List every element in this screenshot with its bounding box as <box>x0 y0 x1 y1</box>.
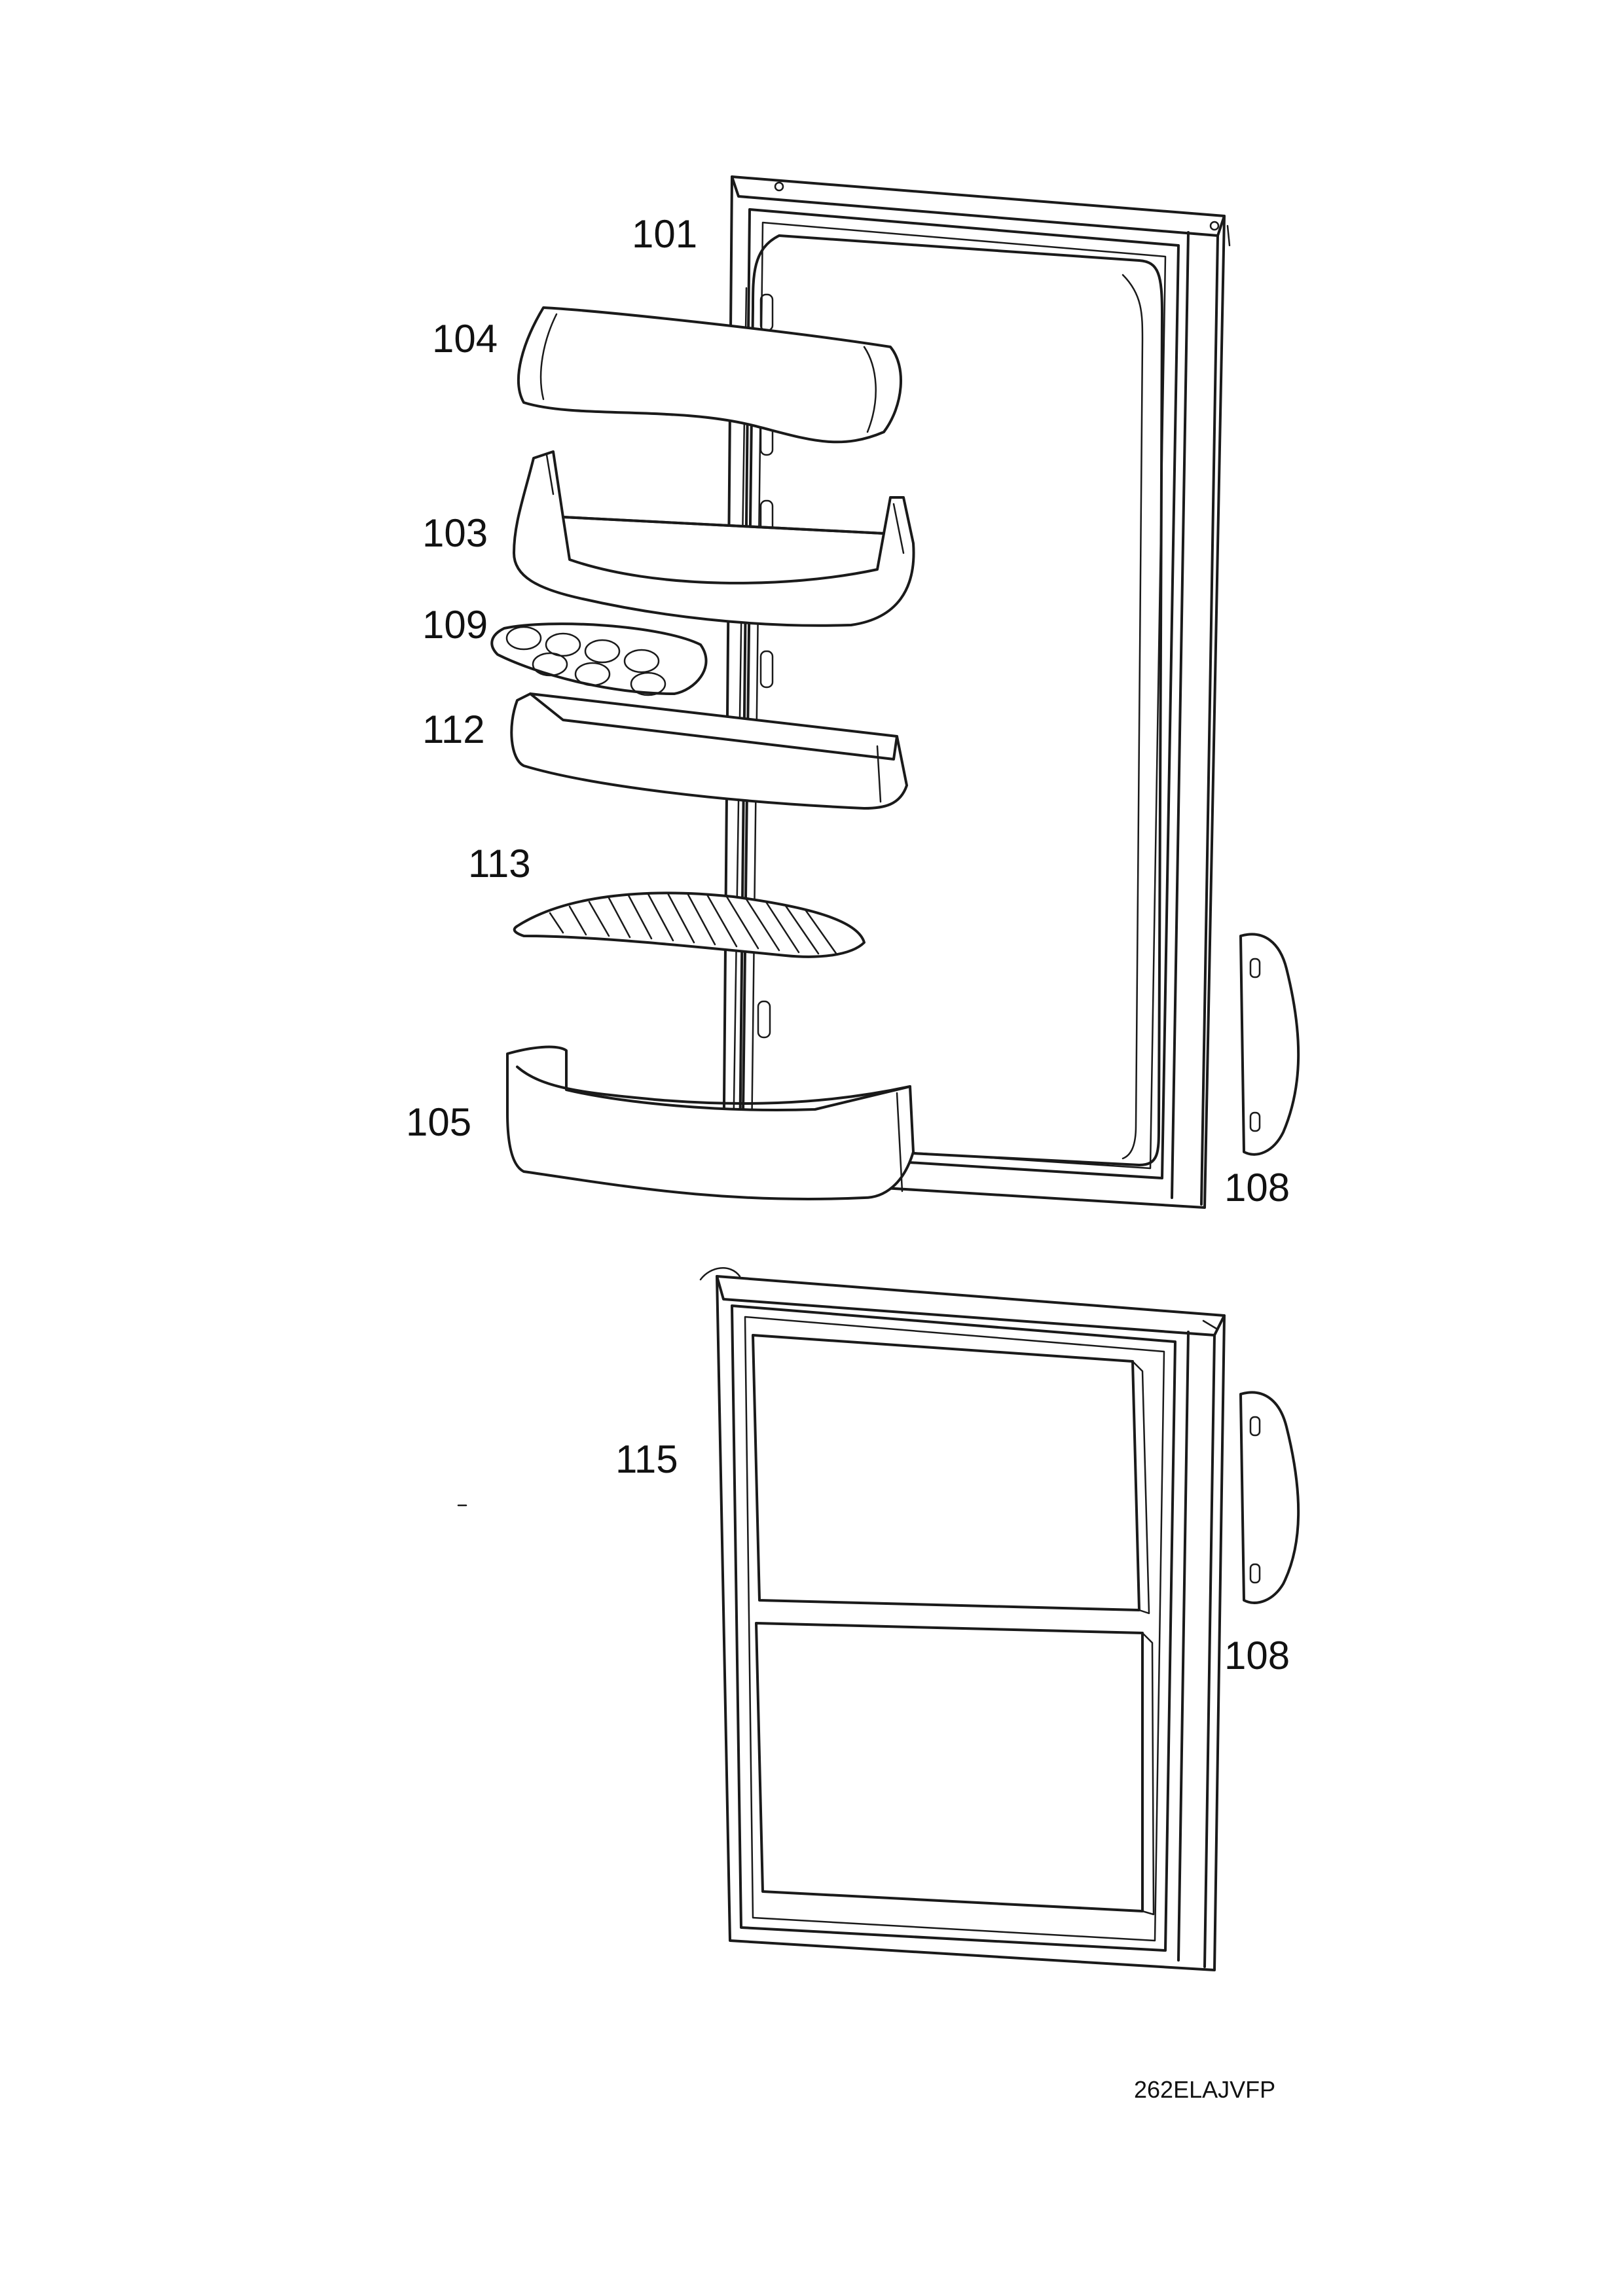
dairy-cover-104 <box>517 306 902 444</box>
label-105: 105 <box>406 1100 471 1144</box>
door-shelf-112 <box>510 692 908 810</box>
label-104: 104 <box>432 317 498 361</box>
label-113: 113 <box>468 842 531 886</box>
drawing-code: 262ELAJVFP <box>1134 2076 1275 2103</box>
label-103: 103 <box>422 511 488 555</box>
bottle-shelf-105 <box>506 1045 915 1200</box>
label-101: 101 <box>632 212 697 256</box>
label-115: 115 <box>615 1437 678 1481</box>
handle-108-lower <box>1239 1391 1300 1604</box>
label-108-upper: 108 <box>1224 1166 1290 1210</box>
lower-door <box>699 1267 1226 1971</box>
label-109: 109 <box>422 603 488 647</box>
label-108-lower: 108 <box>1224 1634 1290 1677</box>
handle-108-upper <box>1239 933 1300 1156</box>
bottle-rack-113 <box>513 891 866 958</box>
egg-tray-109 <box>490 622 708 696</box>
label-112: 112 <box>422 708 485 751</box>
door-shelf-103 <box>513 450 915 627</box>
upper-door <box>722 175 1231 1209</box>
